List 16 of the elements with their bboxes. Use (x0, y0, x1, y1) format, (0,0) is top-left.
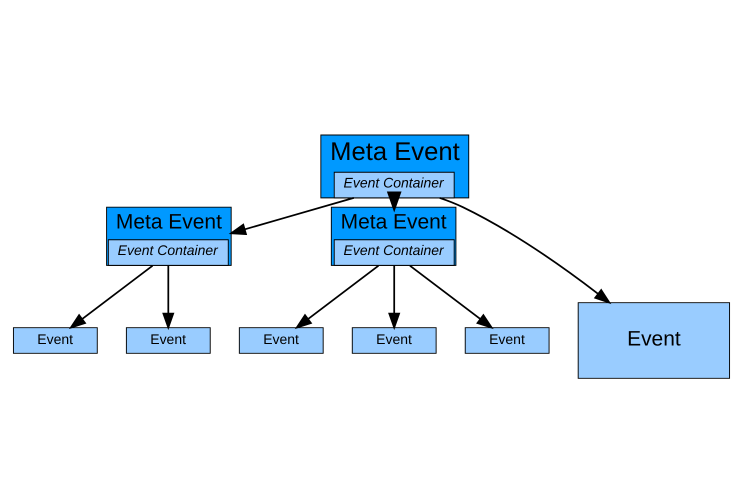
arrow (386, 191, 402, 212)
node-box: Event (464, 327, 550, 354)
arrow (68, 264, 154, 330)
node-box: Event (578, 302, 730, 379)
arrow (409, 264, 494, 330)
node-box: Event Container (108, 239, 229, 266)
node-box: Event (352, 327, 437, 354)
arrow (388, 266, 400, 330)
arrow (162, 266, 174, 330)
node-box: Event (238, 327, 324, 354)
arrow (294, 264, 380, 330)
node-box: Event (12, 327, 98, 354)
arrow (228, 197, 354, 236)
node-box: Event (126, 327, 211, 354)
node-box: Event Container (334, 239, 455, 266)
arrow (439, 197, 612, 304)
